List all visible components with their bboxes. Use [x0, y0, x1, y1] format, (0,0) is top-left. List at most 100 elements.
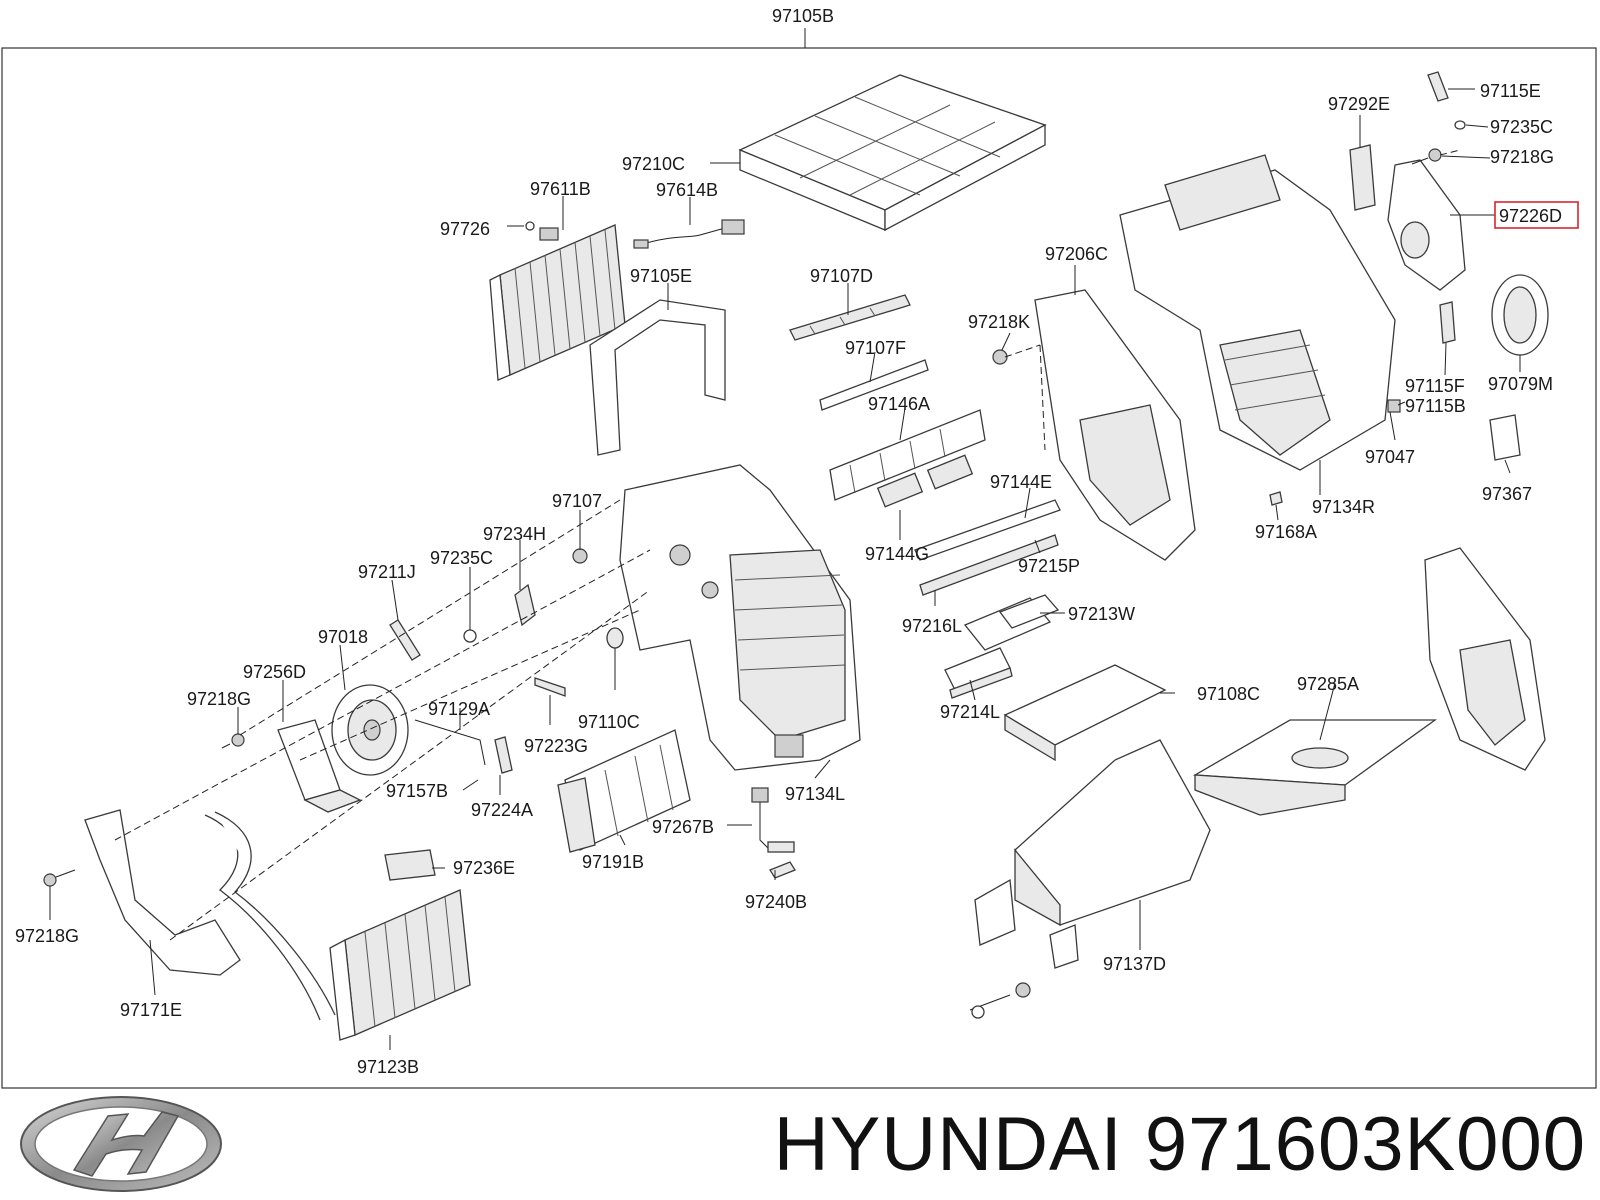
part-97218k-screw — [992, 349, 1008, 365]
part-97236e-bracket — [384, 849, 436, 881]
brand-footer: HYUNDAI 971603K000 — [0, 1092, 1600, 1200]
part-97211j-lever — [389, 619, 421, 661]
part-97168a-clip — [1269, 491, 1283, 506]
part-label-97240b: 97240B — [745, 892, 807, 912]
part-97214l-door — [944, 647, 1013, 699]
part-label-97235c-right: 97235C — [1490, 117, 1553, 137]
part-label-97224a: 97224A — [471, 800, 533, 820]
part-label-97256d: 97256D — [243, 662, 306, 682]
part-97223g-lever — [534, 677, 566, 697]
part-label-97211j: 97211J — [358, 562, 416, 582]
part-97234h-link — [514, 583, 536, 627]
part-97107d-strip — [789, 294, 911, 341]
part-97129a-rod — [414, 719, 486, 766]
part-label-97215p: 97215P — [1018, 556, 1080, 576]
part-97285a-tray — [1192, 719, 1438, 816]
part-label-97611b: 97611B — [530, 179, 591, 199]
assembly-dashed-lines — [114, 149, 1461, 941]
part-97105e-seal — [589, 299, 726, 456]
part-labels: 97210C 97611B 97614B 97726 97105E 97107D… — [15, 81, 1562, 1077]
part-label-97218g-bottom: 97218G — [15, 926, 79, 946]
part-97079m-seal — [1491, 274, 1549, 356]
part-label-97018: 97018 — [318, 627, 368, 647]
part-label-97157b: 97157B — [386, 781, 448, 801]
part-label-97210c: 97210C — [622, 154, 685, 174]
part-label-97614b: 97614B — [656, 180, 718, 200]
part-97224a-link — [494, 736, 513, 774]
part-97018-blower — [331, 684, 409, 776]
part-97206c-panel — [1034, 289, 1196, 561]
part-label-97214l: 97214L — [940, 702, 1000, 722]
part-label-97218g-mid: 97218G — [187, 689, 251, 709]
part-label-97047: 97047 — [1365, 447, 1415, 467]
part-97218g-screw-bottom — [43, 869, 76, 887]
part-label-97367: 97367 — [1482, 484, 1532, 504]
part-label-97115e: 97115E — [1480, 81, 1541, 101]
part-label-97726: 97726 — [440, 219, 490, 239]
part-label-97292e: 97292E — [1328, 94, 1390, 114]
part-label-97107d: 97107D — [810, 266, 873, 286]
part-label-97129a: 97129A — [428, 699, 490, 719]
part-97115e-lever — [1427, 71, 1449, 102]
hyundai-logo-icon — [20, 1096, 222, 1192]
highlight-box-97226d — [1494, 201, 1579, 229]
part-97267b-sensor — [751, 787, 795, 853]
part-97235c-ring-left — [463, 629, 477, 643]
part-97218g-screw-right — [1411, 148, 1442, 165]
part-label-97137d: 97137D — [1103, 954, 1166, 974]
part-97292e-bracket — [1349, 144, 1376, 211]
part-97226d-actuator — [1387, 159, 1466, 291]
part-label-97144e: 97144E — [990, 472, 1052, 492]
part-label-97123b: 97123B — [357, 1057, 419, 1077]
part-label-97079m: 97079M — [1488, 374, 1553, 394]
part-label-97218k: 97218K — [968, 312, 1030, 332]
part-label-97213w: 97213W — [1068, 604, 1135, 624]
part-97614b-sensor — [633, 219, 745, 249]
part-97123b-heater-core — [329, 889, 471, 1041]
part-label-97216l: 97216L — [902, 616, 962, 636]
part-97215p-strip — [919, 534, 1059, 596]
part-97256d-actuator — [277, 719, 362, 813]
part-label-97235c-left: 97235C — [430, 548, 493, 568]
part-label-97267b: 97267B — [652, 817, 714, 837]
part-label-97171e: 97171E — [120, 1000, 182, 1020]
part-label-97218g-right: 97218G — [1490, 147, 1554, 167]
part-label-97108c: 97108C — [1197, 684, 1260, 704]
part-97108c-tray — [1003, 664, 1167, 762]
part-97134r-housing — [1119, 154, 1396, 471]
part-97240b-clip — [769, 861, 796, 879]
part-97218g-screw-mid — [231, 733, 245, 747]
part-label-97146a: 97146A — [868, 394, 930, 414]
part-97213w-door — [963, 594, 1060, 651]
part-label-97223g: 97223G — [524, 736, 588, 756]
part-label-97107: 97107 — [552, 491, 602, 511]
leader-lines — [49, 88, 1521, 1050]
part-97137d-lower-case — [974, 739, 1211, 969]
part-label-97226d: 97226D — [1499, 206, 1562, 226]
exploded-parts-diagram: 97105B — [1, 6, 1597, 1089]
part-label-97115f: 97115F — [1405, 376, 1465, 396]
part-label-97105e: 97105E — [630, 266, 692, 286]
part-label-97110c: 97110C — [578, 712, 640, 732]
part-number-title: HYUNDAI 971603K000 — [773, 1102, 1586, 1187]
part-97115b-clip — [1387, 399, 1401, 413]
part-label-97115b: 97115B — [1405, 396, 1466, 416]
part-97115f-lever — [1439, 301, 1456, 344]
part-97210c-frame — [738, 74, 1047, 232]
part-97171e-pipes — [84, 809, 336, 1021]
part-label-97144g: 97144G — [865, 544, 929, 564]
part-97146a-door — [829, 409, 986, 508]
part-97235c-ring-right — [1454, 120, 1466, 130]
part-97144e-strip — [914, 499, 1061, 561]
part-label-97105b: 97105B — [772, 6, 834, 26]
part-97191b-cover — [557, 729, 691, 853]
part-label-97191b: 97191B — [582, 852, 644, 872]
part-label-97236e: 97236E — [453, 858, 515, 878]
part-label-97134r: 97134R — [1312, 497, 1375, 517]
part-97726-clip — [525, 221, 535, 231]
part-97107-gear — [572, 548, 588, 564]
part-label-97206c: 97206C — [1045, 244, 1108, 264]
part-97107f-strip — [819, 359, 929, 411]
part-label-97234h: 97234H — [483, 524, 546, 544]
part-97367-block — [1489, 414, 1521, 461]
